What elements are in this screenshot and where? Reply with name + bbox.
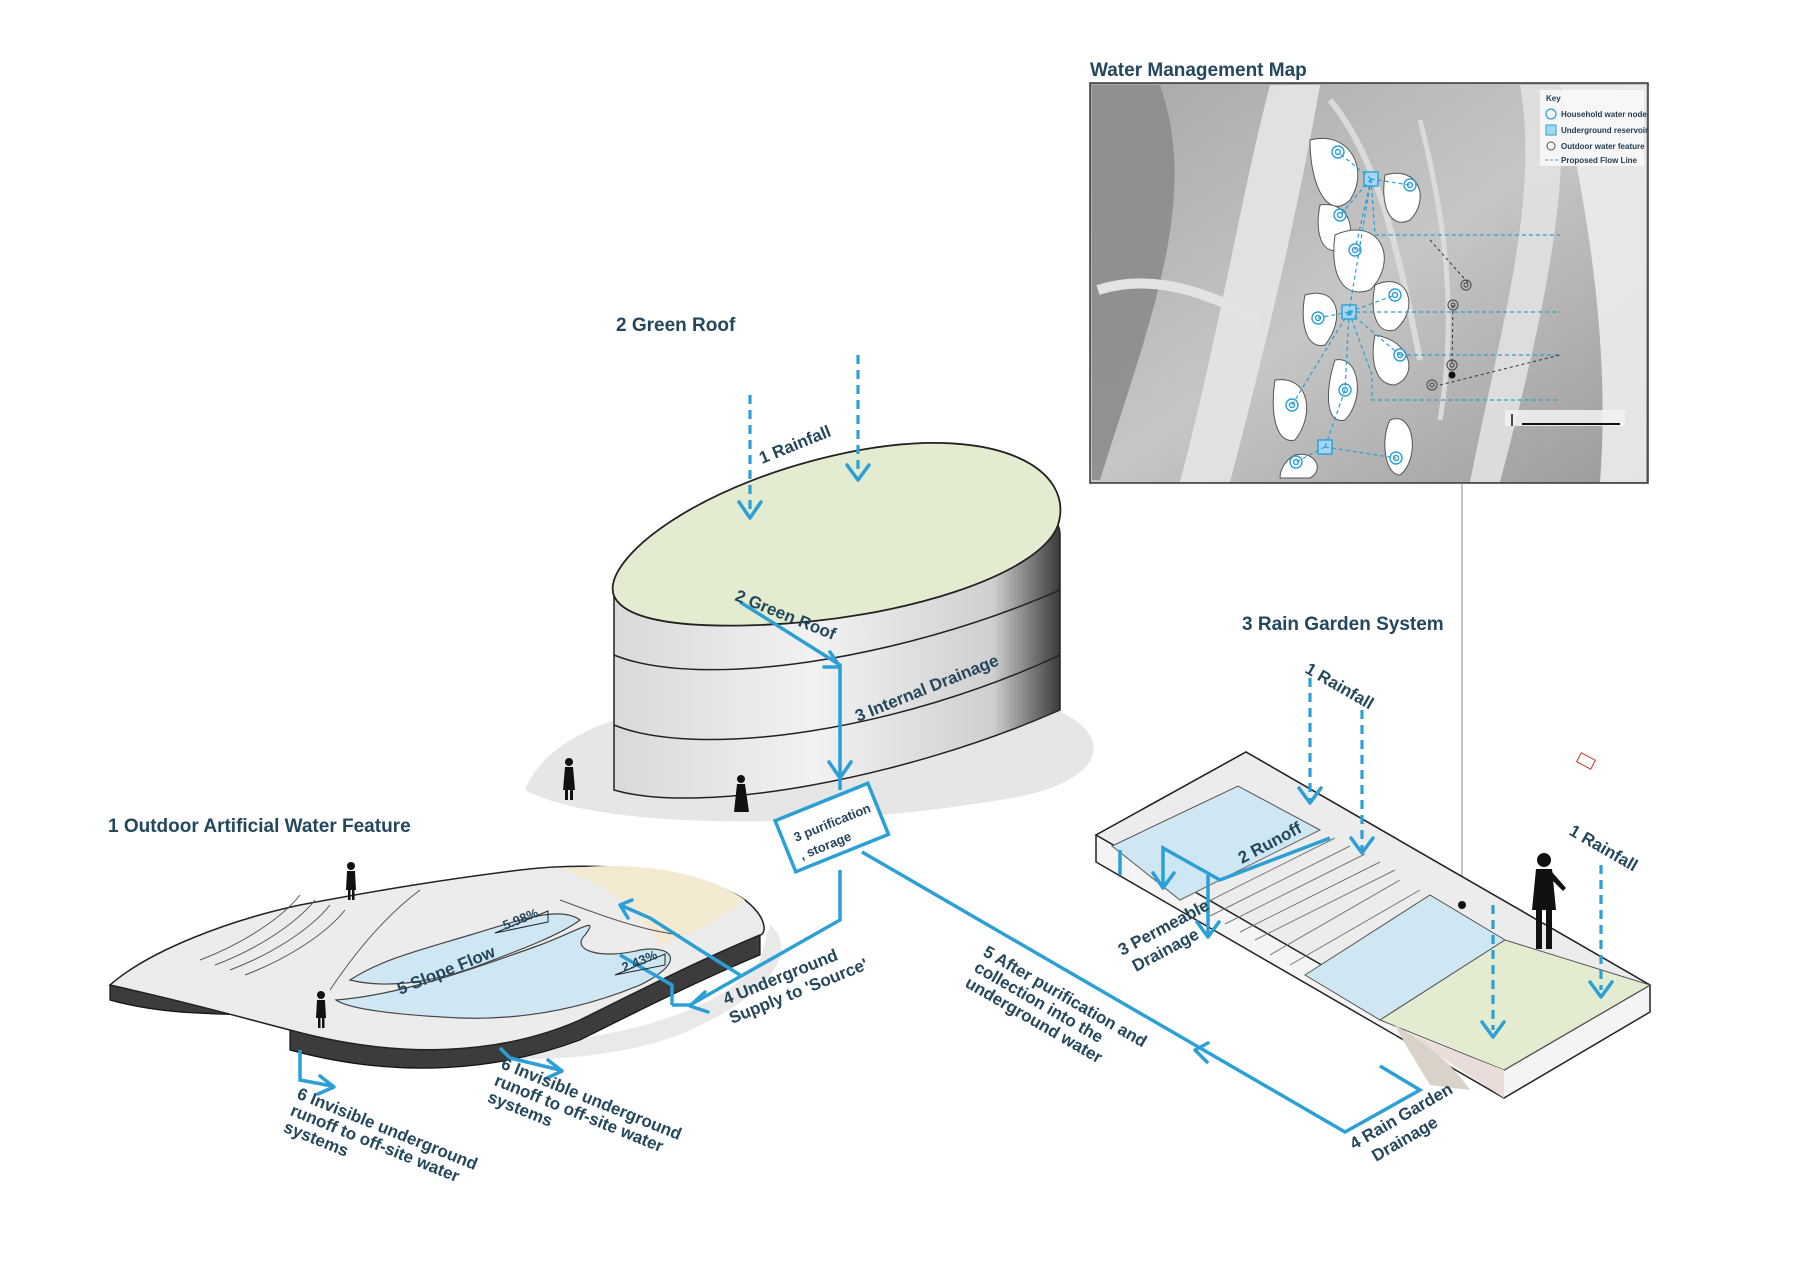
floor-line (613, 654, 1061, 741)
permeable-drain-arrowhead (1195, 920, 1221, 939)
runoff-arrowhead (1151, 871, 1176, 890)
long-return-arrowhead (1193, 1041, 1210, 1064)
garden-lawn (1378, 939, 1652, 1071)
floor-line (613, 589, 1061, 671)
slope-pool (348, 913, 582, 985)
label-invisible-left: 6 Invisible underground runoff to off-si… (281, 1084, 480, 1186)
garden-rainfall-arrowhead (1297, 786, 1323, 805)
feature-inflow-path (619, 903, 741, 977)
rainfall-arrowhead (845, 463, 871, 482)
map-key-box (1540, 90, 1644, 166)
lawn-rainfall-arrowhead (1480, 1020, 1506, 1039)
person-silhouette (316, 991, 326, 1028)
underground-supply-path (672, 870, 842, 1007)
invisible-runoff-left (298, 1050, 333, 1088)
green-roof-building: 2 Green Roof (525, 315, 1094, 822)
internal-drainage-arrowhead (827, 760, 853, 780)
water-feature-title: 1 Outdoor Artificial Water Feature (108, 816, 411, 837)
lower-pool (334, 924, 672, 1019)
map-marker-dot (1448, 371, 1456, 379)
map-flow-lines (1291, 151, 1560, 463)
gravel-section (1395, 1025, 1470, 1090)
map-key: Key Household water node Underground res… (1540, 90, 1648, 166)
outdoor-water-feature: 1 Outdoor Artificial Water Feature (108, 816, 782, 1069)
water-management-map: Water Management Map (1089, 60, 1649, 905)
green-roof-surface (611, 442, 1062, 627)
feature-inflow-lower (619, 953, 674, 1005)
map-title: Water Management Map (1090, 60, 1307, 81)
feature-inflow-arrowhead (618, 898, 634, 920)
underground-supply-arrowhead (688, 990, 710, 1014)
purification-box (772, 781, 891, 875)
feature-sand-area (560, 865, 745, 945)
person-silhouette (734, 775, 749, 812)
label-garden-rainfall: 1 Rainfall (1302, 659, 1377, 713)
outdoor-feature-icon (1546, 141, 1556, 151)
invisible-runoff-right-arrowhead (545, 1058, 564, 1080)
map-nodes (1285, 145, 1417, 469)
map-outdoor-features (1426, 279, 1472, 391)
rain-garden-title: 3 Rain Garden System (1242, 614, 1444, 635)
map-buildings (1272, 138, 1421, 479)
person-silhouette (563, 758, 575, 800)
person-silhouette (1532, 853, 1566, 949)
feature-steps (199, 889, 681, 991)
feature-shadow (295, 925, 782, 1060)
map-dark-flow-lines (1429, 239, 1561, 386)
household-node-icon (1545, 108, 1557, 120)
label-right-rainfall: 1 Rainfall (1566, 821, 1641, 875)
map-key-item: Underground reservoir (1561, 126, 1648, 135)
long-return-path (861, 850, 1424, 1135)
invisible-runoff-left-arrowhead (316, 1074, 336, 1096)
garden-rainfall-arrowhead (1349, 836, 1375, 855)
rainfall-arrowhead (737, 500, 763, 520)
invisible-runoff-right (498, 1046, 561, 1072)
person-silhouette (346, 862, 356, 900)
map-key-item: Household water node (1561, 110, 1647, 119)
flow-arrows (298, 355, 1614, 1135)
small-red-marker (1575, 752, 1597, 770)
right-rainfall-arrowhead (1588, 980, 1614, 999)
map-key-heading: Key (1546, 94, 1561, 103)
leader-endpoint-dot (1458, 901, 1466, 909)
roof-drainage-arrowhead (822, 650, 842, 669)
map-key-item: Outdoor water feature (1561, 142, 1645, 151)
green-roof-title: 2 Green Roof (616, 315, 736, 336)
runoff-path (1161, 836, 1331, 885)
map-key-item: Proposed Flow Line (1561, 156, 1638, 165)
label-invisible-right: 6 Invisible underground runoff to off-si… (485, 1054, 684, 1156)
garden-steps (1179, 829, 1421, 966)
map-scale-bar (1505, 410, 1625, 426)
reservoir-icon (1545, 124, 1557, 136)
map-terrain (1092, 85, 1646, 482)
roof-drainage-path (739, 600, 842, 790)
